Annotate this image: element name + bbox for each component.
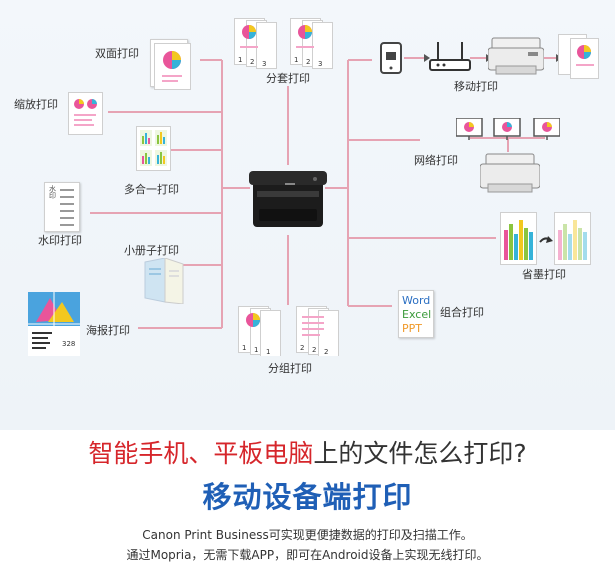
- network-monitors-icon: [456, 118, 560, 140]
- group-num: 2: [300, 344, 304, 352]
- word-label: Word: [402, 294, 431, 307]
- description-line-2: 通过Mopria，无需下载APP，即可在Android设备上实现无线打印。: [126, 548, 489, 562]
- combine-doc-icon: Word Excel PPT: [398, 290, 434, 338]
- label-combine: 组合打印: [440, 306, 484, 319]
- subheadline: 移动设备端打印: [202, 480, 413, 514]
- label-group: 分组打印: [268, 362, 312, 375]
- group-num: 1: [266, 348, 270, 356]
- group-num: 2: [324, 348, 328, 356]
- nup-doc-icon: [136, 126, 171, 171]
- headline: 智能手机、平板电脑上的文件怎么打印?: [0, 434, 615, 470]
- zoom-doc-icon: [68, 92, 103, 135]
- feature-diagram: 双面打印 缩放打印 多合一打印: [0, 0, 615, 430]
- headline-highlight: 智能手机、平板电脑: [88, 439, 314, 468]
- collate-docs-icon: 1 2 3 1 2 3: [234, 18, 333, 69]
- label-zoom: 缩放打印: [14, 98, 58, 111]
- label-toner-save: 省墨打印: [522, 268, 566, 281]
- collate-num: 1: [294, 56, 298, 64]
- collate-num: 2: [250, 58, 254, 66]
- collate-num: 3: [262, 60, 266, 68]
- center-printer-icon: [249, 171, 327, 227]
- booklet-icon: [144, 258, 184, 304]
- collate-num: 3: [318, 60, 322, 68]
- group-num: 2: [312, 346, 316, 354]
- watermark-text: 水印: [49, 185, 56, 200]
- label-nup: 多合一打印: [124, 183, 179, 196]
- mobile-output-docs-icon: [558, 34, 599, 79]
- label-mobile: 移动打印: [454, 80, 498, 93]
- excel-label: Excel: [402, 308, 432, 321]
- collate-num: 2: [306, 58, 310, 66]
- duplex-doc-icon: [154, 43, 191, 90]
- label-network: 网络打印: [414, 154, 458, 167]
- group-docs-icon: 1 1 1 2 2 2: [238, 306, 339, 356]
- group-num: 1: [242, 344, 246, 352]
- watermark-lines: [60, 189, 74, 226]
- collate-num: 1: [238, 56, 242, 64]
- ppt-label: PPT: [402, 322, 422, 335]
- label-collate: 分套打印: [266, 72, 310, 85]
- router-icon: [429, 42, 471, 71]
- poster-icon: 328: [28, 292, 80, 356]
- headline-rest: 上的文件怎么打印?: [313, 439, 527, 468]
- label-booklet: 小册子打印: [124, 244, 179, 257]
- smartphone-icon: [380, 42, 402, 74]
- label-watermark: 水印打印: [38, 234, 82, 247]
- toner-save-docs-icon: [500, 212, 591, 265]
- mobile-printer-icon: [488, 37, 544, 75]
- label-duplex: 双面打印: [95, 47, 139, 60]
- watermark-doc-icon: 水印: [44, 182, 80, 232]
- label-poster: 海报打印: [86, 324, 130, 337]
- description-line-1: Canon Print Business可实现更便捷数据的打印及扫描工作。: [142, 528, 473, 542]
- group-num: 1: [254, 346, 258, 354]
- network-printer-icon: [480, 153, 540, 193]
- poster-number: 328: [62, 340, 75, 348]
